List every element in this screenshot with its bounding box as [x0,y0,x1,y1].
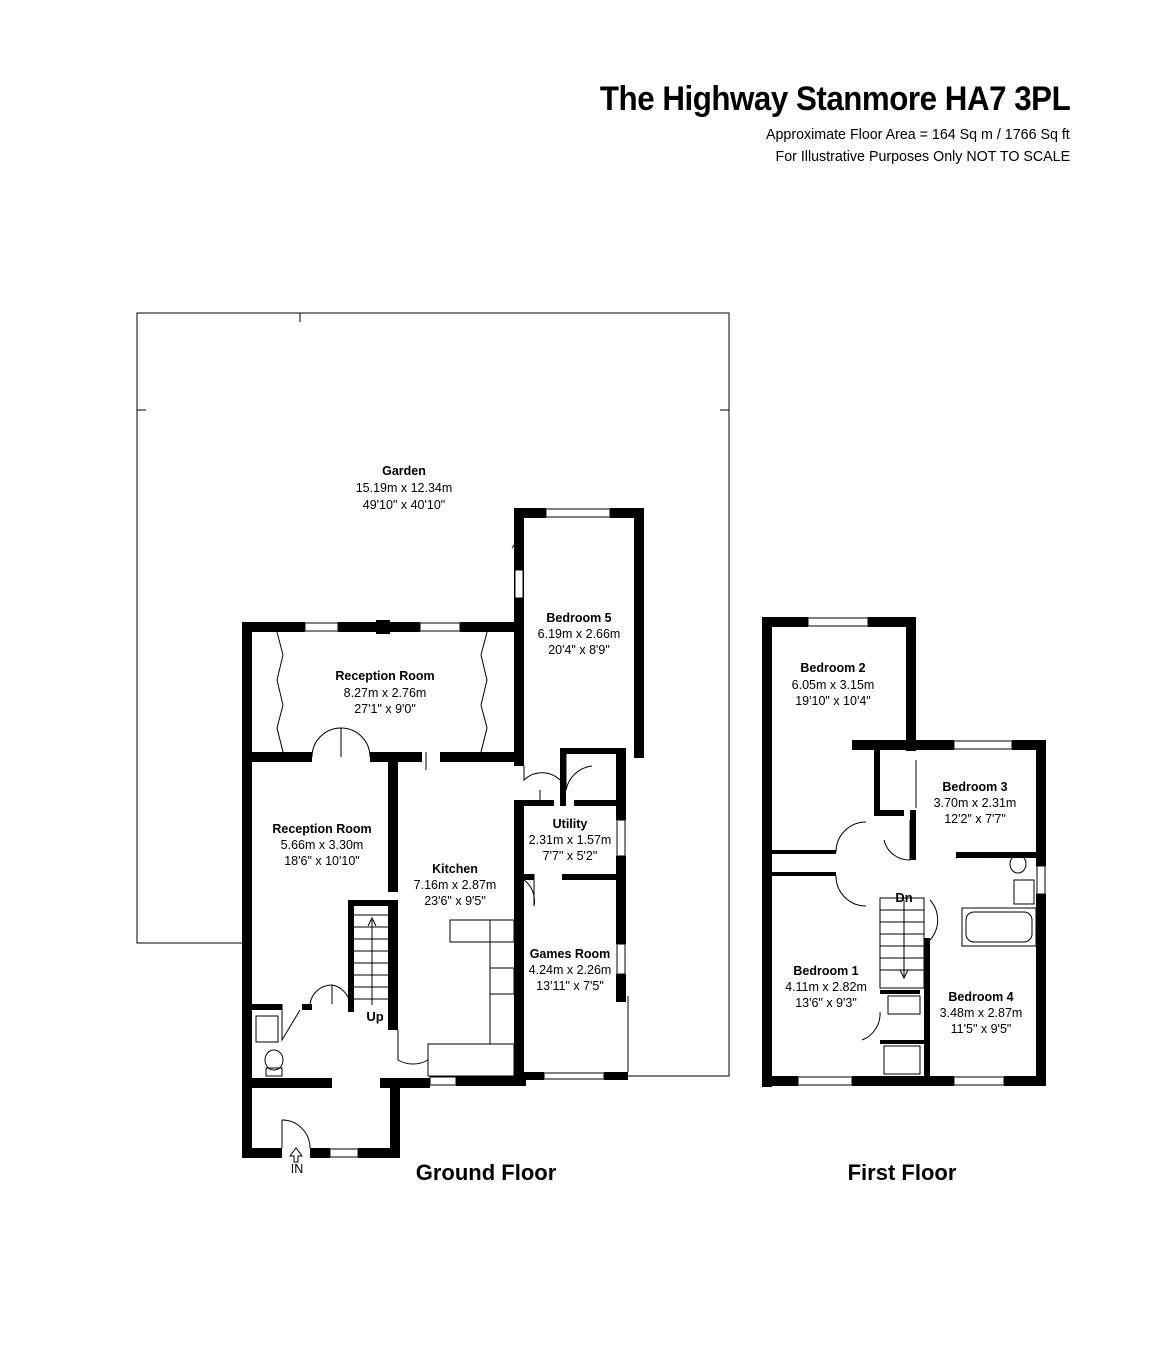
utility-imperial: 7'7" x 5'2" [543,849,598,863]
bedroom1-imperial: 13'6" x 9'3" [795,996,857,1010]
bedroom3-imperial: 12'2" x 7'7" [944,812,1006,826]
first-floor-label: First Floor [848,1160,957,1185]
reception-left-metric: 5.66m x 3.30m [281,838,364,852]
games-name: Games Room [530,947,611,961]
wc-fixtures [255,1015,284,1077]
disclaimer-text: For Illustrative Purposes Only NOT TO SC… [775,148,1070,165]
ground-floor-label: Ground Floor [416,1160,557,1185]
utility-metric: 2.31m x 1.57m [529,833,612,847]
stairs-up-label: Up [366,1009,383,1024]
games-metric: 4.24m x 2.26m [529,963,612,977]
bedroom5-name: Bedroom 5 [546,611,611,625]
ground-stairs [354,914,388,1005]
bedroom3-metric: 3.70m x 2.31m [934,796,1017,810]
utility-name: Utility [553,817,588,831]
first-stairs [879,897,925,989]
entrance-arrow-icon [289,1147,303,1163]
bedroom3-name: Bedroom 3 [942,780,1007,794]
bedroom4-name: Bedroom 4 [948,990,1013,1004]
bedroom5-imperial: 20'4" x 8'9" [548,643,610,657]
garden-imperial: 49'10" x 40'10" [363,498,445,512]
ground-floor-walls [242,508,644,1158]
reception-left-imperial: 18'6" x 10'10" [284,854,360,868]
bedroom2-imperial: 19'10" x 10'4" [795,694,871,708]
bathroom-fixtures [883,854,1037,1075]
kitchen-name: Kitchen [432,862,478,876]
reception-left-name: Reception Room [272,822,371,836]
bedroom4-metric: 3.48m x 2.87m [940,1006,1023,1020]
reception-top-imperial: 27'1" x 9'0" [354,702,416,716]
stairs-down-label: Dn [895,890,912,905]
bedroom1-metric: 4.11m x 2.82m [785,980,867,994]
reception-top-metric: 8.27m x 2.76m [344,686,427,700]
ground-windows [304,508,626,1158]
bedroom2-metric: 6.05m x 3.15m [792,678,875,692]
ground-doors [281,727,629,1149]
bedroom5-metric: 6.19m x 2.66m [538,627,621,641]
first-windows [797,617,1046,1086]
bedroom1-name: Bedroom 1 [793,964,858,978]
bedroom4-imperial: 11'5" x 9'5" [951,1022,1012,1036]
floor-area-text: Approximate Floor Area = 164 Sq m / 1766… [766,126,1070,143]
kitchen-metric: 7.16m x 2.87m [414,878,497,892]
reception-top-name: Reception Room [335,669,434,683]
first-floor-walls [762,617,1046,1087]
property-title: The Highway Stanmore HA7 3PL [599,80,1071,118]
bedroom2-name: Bedroom 2 [800,661,865,675]
first-doors [835,760,989,1041]
garden-name: Garden [382,464,426,478]
entrance-label: IN [291,1162,304,1176]
games-imperial: 13'11" x 7'5" [536,979,604,993]
kitchen-imperial: 23'6" x 9'5" [424,894,486,908]
garden-metric: 15.19m x 12.34m [356,481,453,495]
bifold-doors [276,631,488,753]
